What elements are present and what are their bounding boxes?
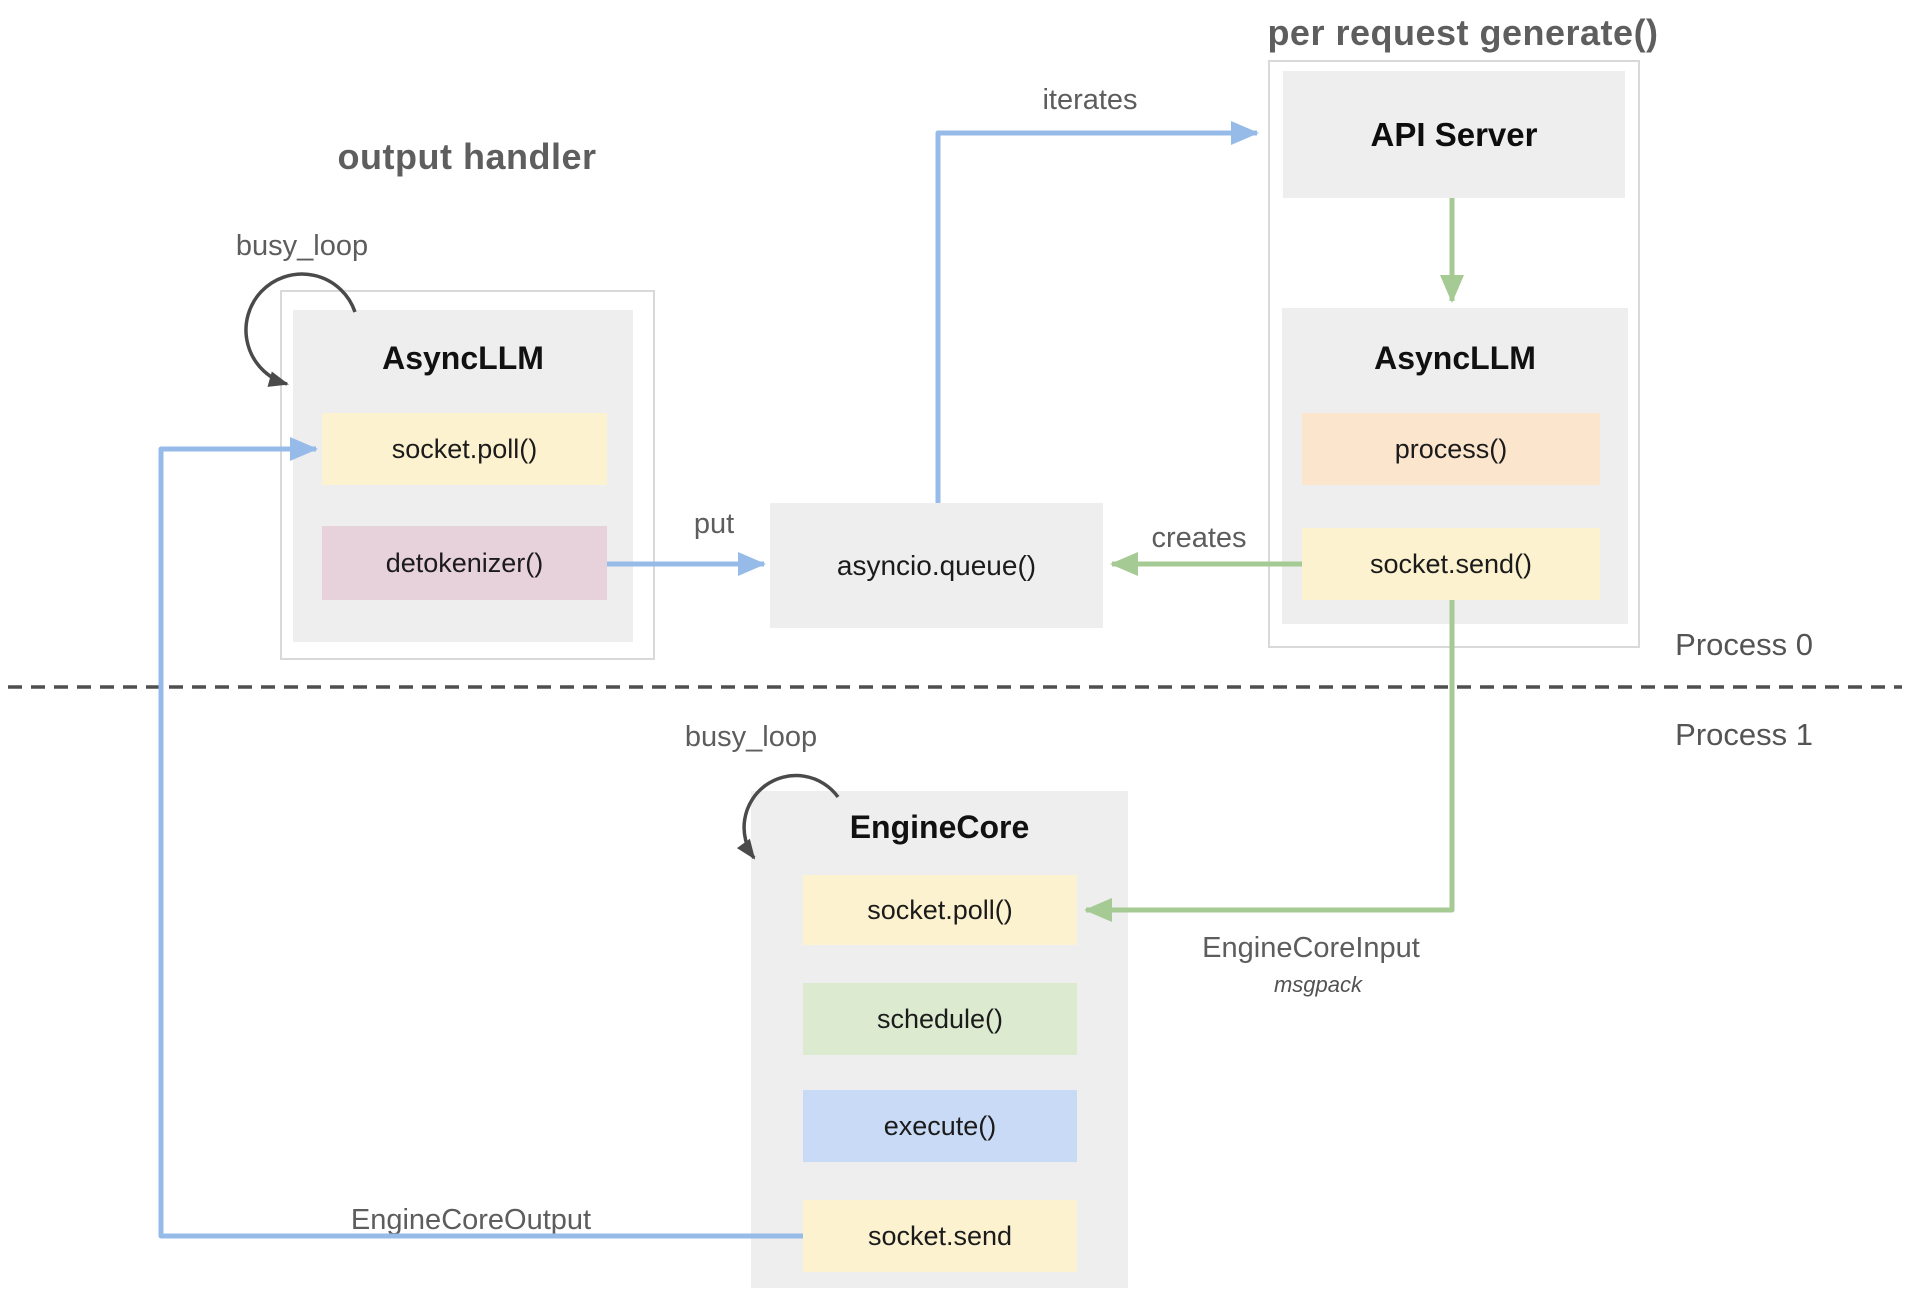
creates-label: creates — [1151, 522, 1247, 554]
async-llm-right-socket-send: socket.send() — [1302, 528, 1600, 600]
engine-core-socket-send: socket.send — [803, 1200, 1077, 1272]
async-llm-right-title: AsyncLLM — [1374, 340, 1536, 376]
engine-core-input-label: EngineCoreInput — [1202, 932, 1420, 964]
put-label: put — [693, 508, 735, 540]
msgpack-label: msgpack — [1273, 972, 1363, 997]
async-llm-left-detokenizer: detokenizer() — [322, 526, 607, 600]
async-llm-left-socket-poll: socket.poll() — [322, 413, 607, 485]
engine-core-socket-poll: socket.poll() — [803, 875, 1077, 945]
per-request-generate-title: per request generate() — [1267, 12, 1659, 53]
busy-loop-label-left: busy_loop — [235, 230, 369, 262]
async-llm-right-process: process() — [1302, 413, 1600, 485]
process-0-label: Process 0 — [1675, 627, 1813, 662]
engine-core-title: EngineCore — [849, 809, 1030, 845]
busy-loop-label-bottom: busy_loop — [684, 721, 818, 753]
engine-core-output-label: EngineCoreOutput — [350, 1204, 592, 1236]
engine-core-execute: execute() — [803, 1090, 1077, 1162]
iterates-label: iterates — [1042, 84, 1138, 116]
output-handler-title: output handler — [337, 136, 597, 177]
engine-core-schedule: schedule() — [803, 983, 1077, 1055]
api-server-box: API Server — [1283, 71, 1625, 198]
asyncio-queue-box: asyncio.queue() — [770, 503, 1103, 628]
async-llm-left-title: AsyncLLM — [382, 340, 544, 376]
process-1-label: Process 1 — [1675, 717, 1813, 752]
iterates-arrow — [935, 121, 1259, 503]
